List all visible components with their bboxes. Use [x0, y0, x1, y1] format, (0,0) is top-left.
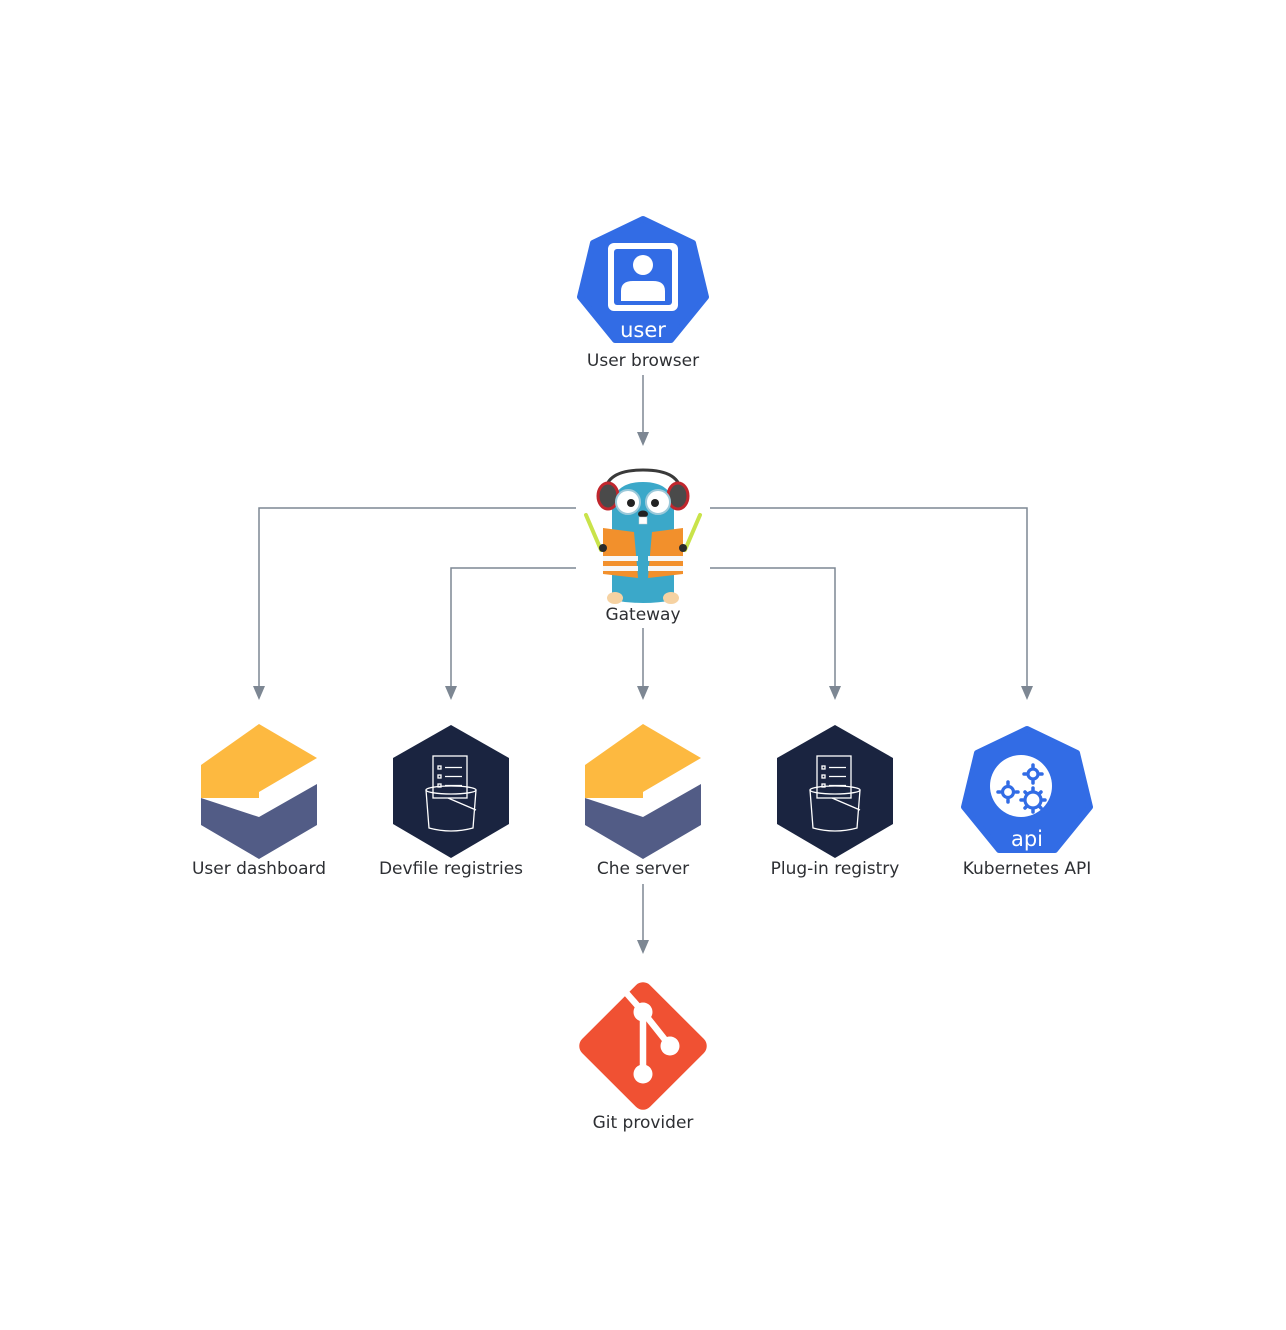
che-logo-icon: [201, 724, 317, 859]
user-icon: user: [577, 216, 709, 343]
plugin-registry-label: Plug-in registry: [771, 859, 900, 879]
edge-gateway-to-user-dashboard: [253, 507, 576, 700]
node-che-server[interactable]: Che server: [585, 724, 701, 879]
gateway-label: Gateway: [605, 605, 680, 625]
kubernetes-api-label: Kubernetes API: [963, 859, 1092, 879]
edge-gateway-to-kubernetes-api: [710, 507, 1033, 700]
edge-gateway-to-plugin-registry: [710, 567, 841, 700]
edge-che-server-to-git-provider: [637, 884, 649, 954]
registry-bucket-icon: [777, 725, 893, 858]
edges: [253, 375, 1033, 954]
node-plugin-registry[interactable]: Plug-in registry: [771, 725, 900, 879]
node-user-dashboard[interactable]: User dashboard: [192, 724, 326, 879]
gopher-traffic-icon: [584, 468, 702, 604]
devfile-registries-label: Devfile registries: [379, 859, 523, 879]
user-dashboard-label: User dashboard: [192, 859, 326, 879]
edge-gateway-to-devfile-registries: [445, 567, 576, 700]
user-browser-label: User browser: [587, 351, 699, 371]
che-server-label: Che server: [597, 859, 689, 879]
che-logo-icon: [585, 724, 701, 859]
git-provider-label: Git provider: [593, 1113, 694, 1133]
node-devfile-registries[interactable]: Devfile registries: [379, 725, 523, 879]
kubernetes-api-icon: api: [961, 726, 1093, 853]
node-gateway[interactable]: Gateway: [584, 468, 702, 625]
edge-user-browser-to-gateway: [637, 375, 649, 446]
node-user-browser[interactable]: user User browser: [577, 216, 709, 371]
api-badge-text: api: [1011, 827, 1043, 851]
node-git-provider[interactable]: Git provider: [575, 978, 711, 1133]
edge-gateway-to-che-server: [637, 628, 649, 700]
user-badge-text: user: [620, 318, 666, 342]
node-kubernetes-api[interactable]: api Kubernetes API: [961, 726, 1093, 879]
git-icon: [579, 982, 707, 1110]
registry-bucket-icon: [393, 725, 509, 858]
